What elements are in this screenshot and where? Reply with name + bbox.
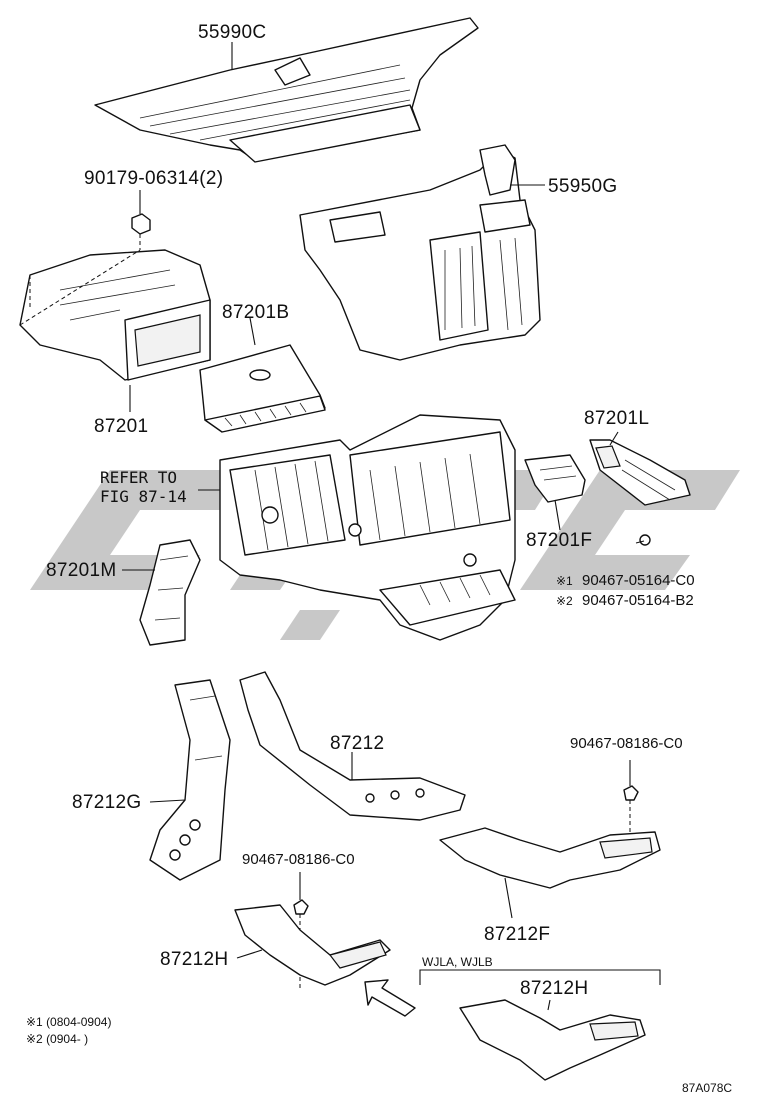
label-fig-87-14: FIG 87-14 xyxy=(100,487,187,506)
label-mark-2: ※2 xyxy=(556,594,573,608)
label-87212H-left: 87212H xyxy=(160,949,228,970)
part-87212H-left-drawing xyxy=(234,904,391,986)
footnote-1: ※1 (0804-0904) xyxy=(26,1015,111,1029)
part-55990C-drawing xyxy=(94,17,479,163)
label-90179-06314: 90179-06314(2) xyxy=(84,168,223,189)
part-87201F-drawing xyxy=(524,454,586,503)
part-55950G-drawing xyxy=(299,144,541,361)
label-90467-08186-C0-right: 90467-08186-C0 xyxy=(570,735,683,752)
part-87212H-right-drawing xyxy=(459,999,646,1081)
label-87201B: 87201B xyxy=(222,302,289,323)
label-87212H-right: 87212H xyxy=(520,978,588,999)
label-87201: 87201 xyxy=(94,416,148,437)
label-mark-1: ※1 xyxy=(556,574,573,588)
label-90467-08186-C0-center: 90467-08186-C0 xyxy=(242,851,355,868)
bolt-90467-08186-right-drawing xyxy=(623,760,639,835)
label-87201M: 87201M xyxy=(46,560,116,581)
label-55950G: 55950G xyxy=(548,176,617,197)
part-87201M-drawing xyxy=(139,539,201,646)
label-87212: 87212 xyxy=(330,733,384,754)
part-87212F-drawing xyxy=(439,827,661,889)
screw-90179-drawing xyxy=(131,190,151,250)
footnote-2: ※2 (0904- ) xyxy=(26,1032,88,1046)
label-55990C: 55990C xyxy=(198,22,266,43)
label-87212F: 87212F xyxy=(484,924,550,945)
label-87212G: 87212G xyxy=(72,792,141,813)
label-87201F: 87201F xyxy=(526,530,592,551)
label-87201L: 87201L xyxy=(584,408,649,429)
label-90467-05164-C0: 90467-05164-C0 xyxy=(582,572,695,589)
part-87201L-drawing xyxy=(589,439,691,506)
direction-arrow xyxy=(364,979,416,1017)
part-87201-drawing xyxy=(19,249,211,381)
bolt-90467-05164-drawing xyxy=(635,534,651,546)
part-87201B-drawing xyxy=(199,344,326,433)
diagram-code: 87A078C xyxy=(682,1081,732,1095)
variant-bracket xyxy=(419,969,661,985)
label-refer-to: REFER TO xyxy=(100,468,177,487)
label-wjla-wjlb: WJLA, WJLB xyxy=(422,955,493,969)
part-87212-drawing xyxy=(239,671,466,821)
label-90467-05164-B2: 90467-05164-B2 xyxy=(582,592,694,609)
hvac-unit-drawing xyxy=(219,414,516,641)
part-87212G-drawing xyxy=(149,679,231,881)
leader-lines xyxy=(122,42,619,1011)
